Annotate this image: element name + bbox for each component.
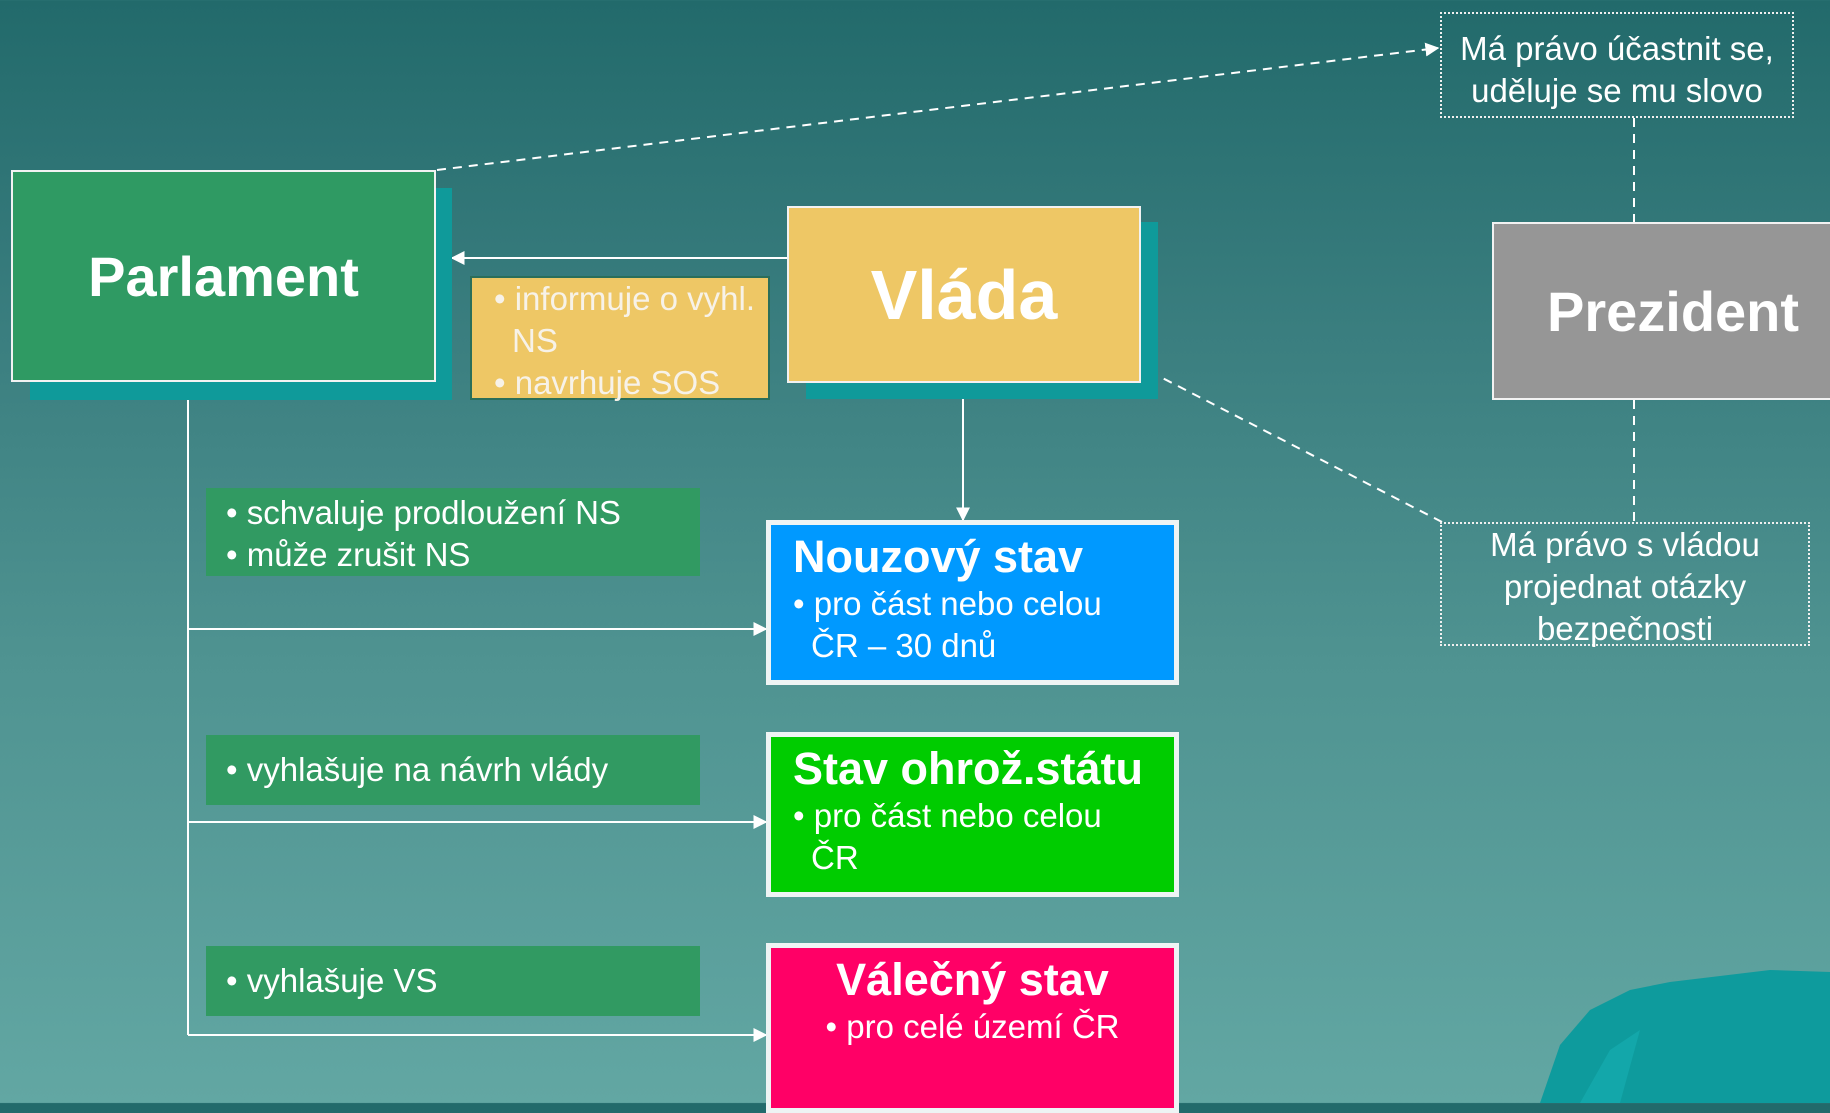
president-note-top-line-2: uděluje se mu slovo [1471,72,1763,109]
vlada-label: Vláda [870,255,1058,334]
vlada-note-line-1: • informuje o vyhl. [494,280,755,317]
president-note-bottom-line-2: projednat otázky [1503,568,1747,605]
president-note-top: Má právo účastnit se, uděluje se mu slov… [1440,12,1794,118]
state-ohrozeni: Stav ohrož.státu • pro část nebo celou Č… [766,732,1179,897]
parlament-note-1-line-1: • schvaluje prodloužení NS [226,494,621,531]
parlament-to-president-note-dashed [436,42,1440,171]
state-valecny-title: Válečný stav [836,954,1109,1005]
president-note-bottom-line-1: Má právo s vládou [1490,526,1760,563]
parlament-note-2-line-1: • vyhlašuje na návrh vlády [226,751,609,788]
vlada-box: Vláda [787,206,1141,383]
prezident-box: Prezident [1492,222,1830,400]
prezident-label: Prezident [1546,279,1800,343]
state-valecny: Válečný stav • pro celé území ČR [766,943,1179,1113]
parlament-note-3-line-1: • vyhlašuje VS [226,962,438,999]
parlament-note-2: • vyhlašuje na návrh vlády [206,735,700,805]
state-nouzovy-line-2: ČR – 30 dnů [811,627,997,664]
vlada-note: • informuje o vyhl. NS • navrhuje SOS [470,276,770,401]
state-nouzovy-title: Nouzový stav [793,531,1084,582]
parlament-note-1-line-2: • může zrušit NS [226,536,471,573]
mountain-decoration [1540,970,1830,1103]
state-ohrozeni-title: Stav ohrož.státu [793,743,1144,794]
parlament-note-3: • vyhlašuje VS [206,946,700,1016]
parlament-label: Parlament [88,244,359,308]
state-ohrozeni-line-1: • pro část nebo celou [793,797,1102,834]
president-note-to-vlada-dashed [1141,367,1443,523]
president-note-top-line-1: Má právo účastnit se, [1460,30,1774,67]
vlada-note-line-3: • navrhuje SOS [494,364,721,401]
parlament-box: Parlament [11,170,436,382]
state-nouzovy: Nouzový stav • pro část nebo celou ČR – … [766,520,1179,685]
vlada-note-line-2: NS [512,322,558,359]
president-note-bottom-line-3: bezpečnosti [1536,610,1714,647]
parlament-note-1: • schvaluje prodloužení NS • může zrušit… [206,488,700,576]
state-valecny-line-1: • pro celé území ČR [825,1008,1120,1045]
president-note-bottom: Má právo s vládou projednat otázky bezpe… [1440,522,1810,647]
state-nouzovy-line-1: • pro část nebo celou [793,585,1102,622]
state-ohrozeni-line-2: ČR [811,839,859,876]
